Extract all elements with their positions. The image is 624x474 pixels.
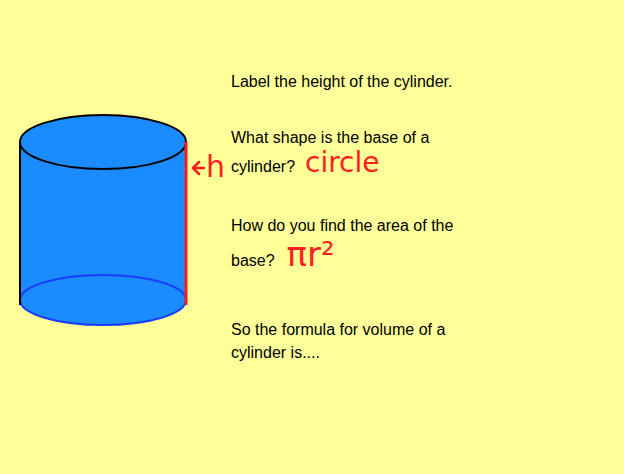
- question-text: Label the height of the cylinder.: [231, 73, 453, 90]
- text-block: How do you find the area of the base?πr²: [231, 214, 481, 272]
- answer-text: circle: [305, 149, 379, 177]
- cylinder-top: [20, 115, 186, 169]
- question-text: So the formula for volume of a cylinder …: [231, 321, 445, 361]
- height-label: h: [206, 152, 225, 182]
- text-block: h: [206, 152, 246, 182]
- question-text: How do you find the area of the base?: [231, 217, 453, 269]
- text-block: Label the height of the cylinder.: [231, 70, 481, 93]
- height-mark: [185, 142, 188, 305]
- cylinder-side: [19, 142, 21, 305]
- text-block: What shape is the base of a cylinder?cir…: [231, 126, 481, 178]
- height-arrow: [193, 162, 204, 174]
- text-block: So the formula for volume of a cylinder …: [231, 318, 481, 364]
- answer-text: πr²: [287, 237, 335, 271]
- cylinder-base: [20, 275, 186, 325]
